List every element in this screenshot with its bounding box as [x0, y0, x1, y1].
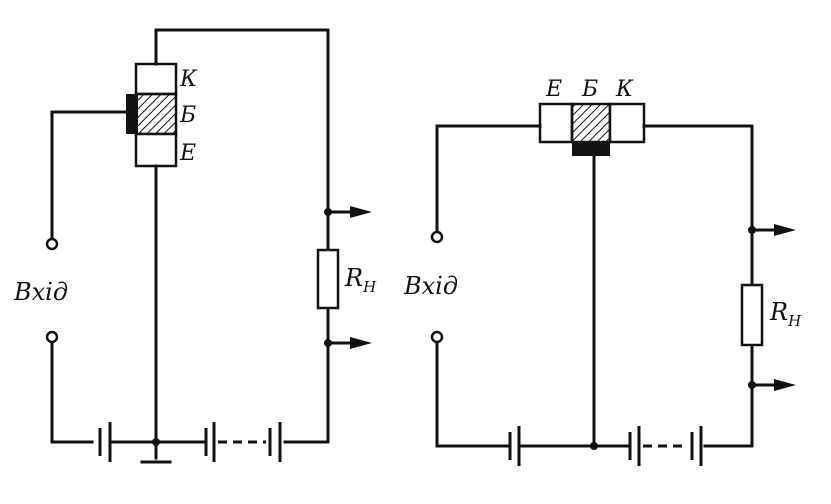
load-label: RН [769, 298, 802, 330]
transistor-right [538, 102, 646, 156]
load-lower-wire [283, 306, 330, 444]
base-label: Б [581, 77, 598, 102]
base-region [134, 92, 178, 136]
collector-label: К [615, 77, 634, 102]
input-terminal-top [430, 230, 444, 244]
collector-wire [642, 124, 754, 287]
battery-right [690, 426, 703, 466]
input-return-wire [50, 340, 94, 444]
emitter-wire [435, 124, 542, 234]
collector-label: К [179, 67, 198, 92]
collector-region [608, 102, 646, 144]
emitter-region [538, 102, 574, 144]
load-lower-wire [703, 343, 754, 448]
input-terminal-top [45, 237, 59, 251]
battery-middle [204, 422, 216, 462]
base-contact [126, 94, 138, 134]
battery-middle [628, 426, 641, 466]
emitter-region [134, 132, 178, 168]
emitter-label: Е [179, 141, 196, 166]
output-arrow-top [350, 206, 372, 218]
input-terminal-bottom [430, 330, 444, 344]
base-contact [572, 142, 610, 156]
input-label: Вхід [403, 272, 458, 300]
output-arrow-bottom [774, 379, 796, 391]
common-emitter-circuit: К Б Е Вхід RН [13, 28, 377, 464]
base-wire [50, 110, 128, 242]
output-arrow-bottom [350, 337, 372, 349]
collector-region [134, 62, 178, 96]
transistor-left [126, 62, 178, 168]
input-return-wire [435, 340, 510, 448]
load-resistor [740, 283, 764, 347]
output-arrow-top [774, 224, 796, 236]
load-resistor [316, 248, 340, 310]
load-label: RН [344, 264, 377, 296]
common-base-circuit: Е Б К Вхід RН [403, 77, 802, 466]
base-region [570, 102, 612, 144]
emitter-label: Е [545, 77, 562, 102]
battery-right [268, 422, 282, 462]
base-label: Б [179, 103, 196, 128]
input-terminal-bottom [45, 330, 59, 344]
input-label: Вхід [13, 278, 68, 306]
collector-wire [154, 28, 330, 252]
